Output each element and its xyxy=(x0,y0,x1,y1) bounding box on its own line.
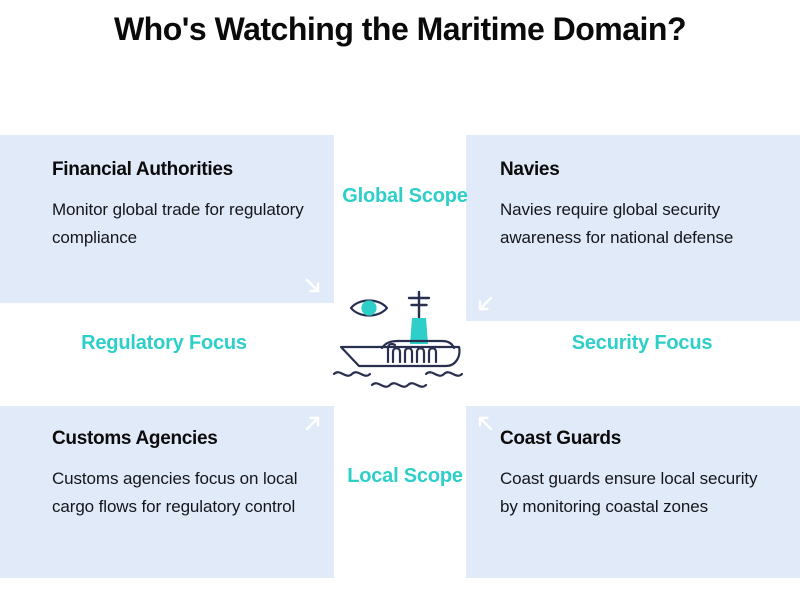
eye-icon xyxy=(349,299,389,317)
arrow-up-right-icon xyxy=(300,410,326,436)
card-title: Customs Agencies xyxy=(52,428,218,449)
card-description: Navies require global security awareness… xyxy=(500,200,734,247)
card-description: Monitor global trade for regulatory comp… xyxy=(52,200,304,247)
ship-hull-icon xyxy=(339,345,461,368)
waves-icon xyxy=(332,371,464,388)
card-description: Customs agencies focus on local cargo fl… xyxy=(52,469,298,516)
axis-label-regulatory-focus: Regulatory Focus xyxy=(81,332,247,354)
arrow-up-left-icon xyxy=(472,410,498,436)
axis-label-local-scope: Local Scope xyxy=(347,465,463,487)
arrow-down-left-icon xyxy=(472,291,498,317)
quadrant-card-navies[interactable]: Navies Navies require global security aw… xyxy=(466,135,800,321)
page-title: Who's Watching the Maritime Domain? xyxy=(113,11,687,47)
axis-label-global-scope: Global Scope xyxy=(342,185,468,207)
card-title: Navies xyxy=(500,159,560,180)
quadrant-card-coast-guards[interactable]: Coast Guards Coast guards ensure local s… xyxy=(466,406,800,578)
quadrant-card-customs-agencies[interactable]: Customs Agencies Customs agencies focus … xyxy=(0,406,334,578)
card-title: Financial Authorities xyxy=(52,159,233,180)
card-description: Coast guards ensure local security by mo… xyxy=(500,469,758,516)
ship-funnel-icon xyxy=(410,318,428,344)
arrow-down-right-icon xyxy=(300,273,326,299)
ship-with-eye-icon xyxy=(330,286,480,391)
axis-label-security-focus: Security Focus xyxy=(571,332,713,354)
ship-mast-icon xyxy=(407,290,431,320)
card-title: Coast Guards xyxy=(500,428,621,449)
ship-deck-icon xyxy=(380,339,456,350)
quadrant-card-financial-authorities[interactable]: Financial Authorities Monitor global tra… xyxy=(0,135,334,303)
